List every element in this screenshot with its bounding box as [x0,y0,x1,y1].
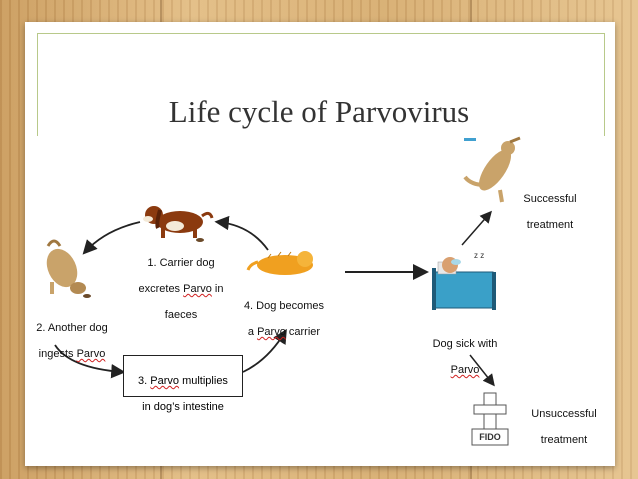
arrow-to-fail [469,354,495,387]
fail-label: Unsuccessful treatment [524,395,604,447]
stage3-line1a: 3. [138,375,151,387]
stage3-parvo: Parvo [150,375,180,387]
stage3-line1c: multiplies [179,375,228,387]
stage2-parvo: Parvo [76,348,106,360]
success-label: Successful treatment [515,180,585,232]
stage4-line1: 4. Dog becomes [243,300,325,312]
sick-line1: Dog sick with [432,338,498,350]
stage2-label: 2. Another dog ingests Parvo [30,309,114,361]
success-line1: Successful [523,193,577,205]
happy-dog-icon [463,136,521,203]
stage1-line2a: excretes [138,283,184,295]
diagram-area [33,136,608,456]
stage4-line2c: carrier [285,326,321,338]
stage1-line1: 1. Carrier dog [147,257,215,269]
grave-cross-icon [471,392,509,446]
sleeping-carrier-dog-icon [246,251,313,275]
svg-text:z z: z z [474,251,484,260]
stage2-line1: 2. Another dog [36,322,108,334]
arrow-stage1-to-stage2 [82,221,141,255]
arrow-to-success [461,210,492,246]
ingesting-dog-icon [46,239,91,298]
arrow-stage2-to-stage3 [54,344,126,379]
stage1-parvo: Parvo [183,283,212,295]
sick-dog-in-bed-icon: z z [432,251,496,310]
fail-line1: Unsuccessful [531,408,597,420]
stage3-box: 3. Parvo multiplies in dog’s intestine [123,355,243,413]
carrier-dog-icon [143,206,214,242]
sick-dog-label: Dog sick with Parvo [420,325,510,377]
stage4-label: 4. Dog becomes a Parvo carrier [236,287,332,339]
slide-title: Life cycle of Parvovirus [168,94,470,129]
stage2-line2a: ingests [38,348,77,360]
arrow-stage3-to-stage4 [242,328,287,373]
arrow-stage4-to-stage1 [214,215,269,251]
stage3-line2: in dog’s intestine [142,401,224,413]
stage4-line2a: a [247,326,258,338]
grave-label: FIDO [479,432,501,442]
stage4-parvo: Parvo [257,326,286,338]
sick-parvo: Parvo [450,364,480,376]
success-line2: treatment [526,219,574,231]
stage1-line3: faeces [164,309,198,321]
stage1-label: 1. Carrier dog excretes Parvo in faeces [130,244,232,322]
fail-line2: treatment [540,434,588,446]
stage1-line2c: in [211,283,224,295]
